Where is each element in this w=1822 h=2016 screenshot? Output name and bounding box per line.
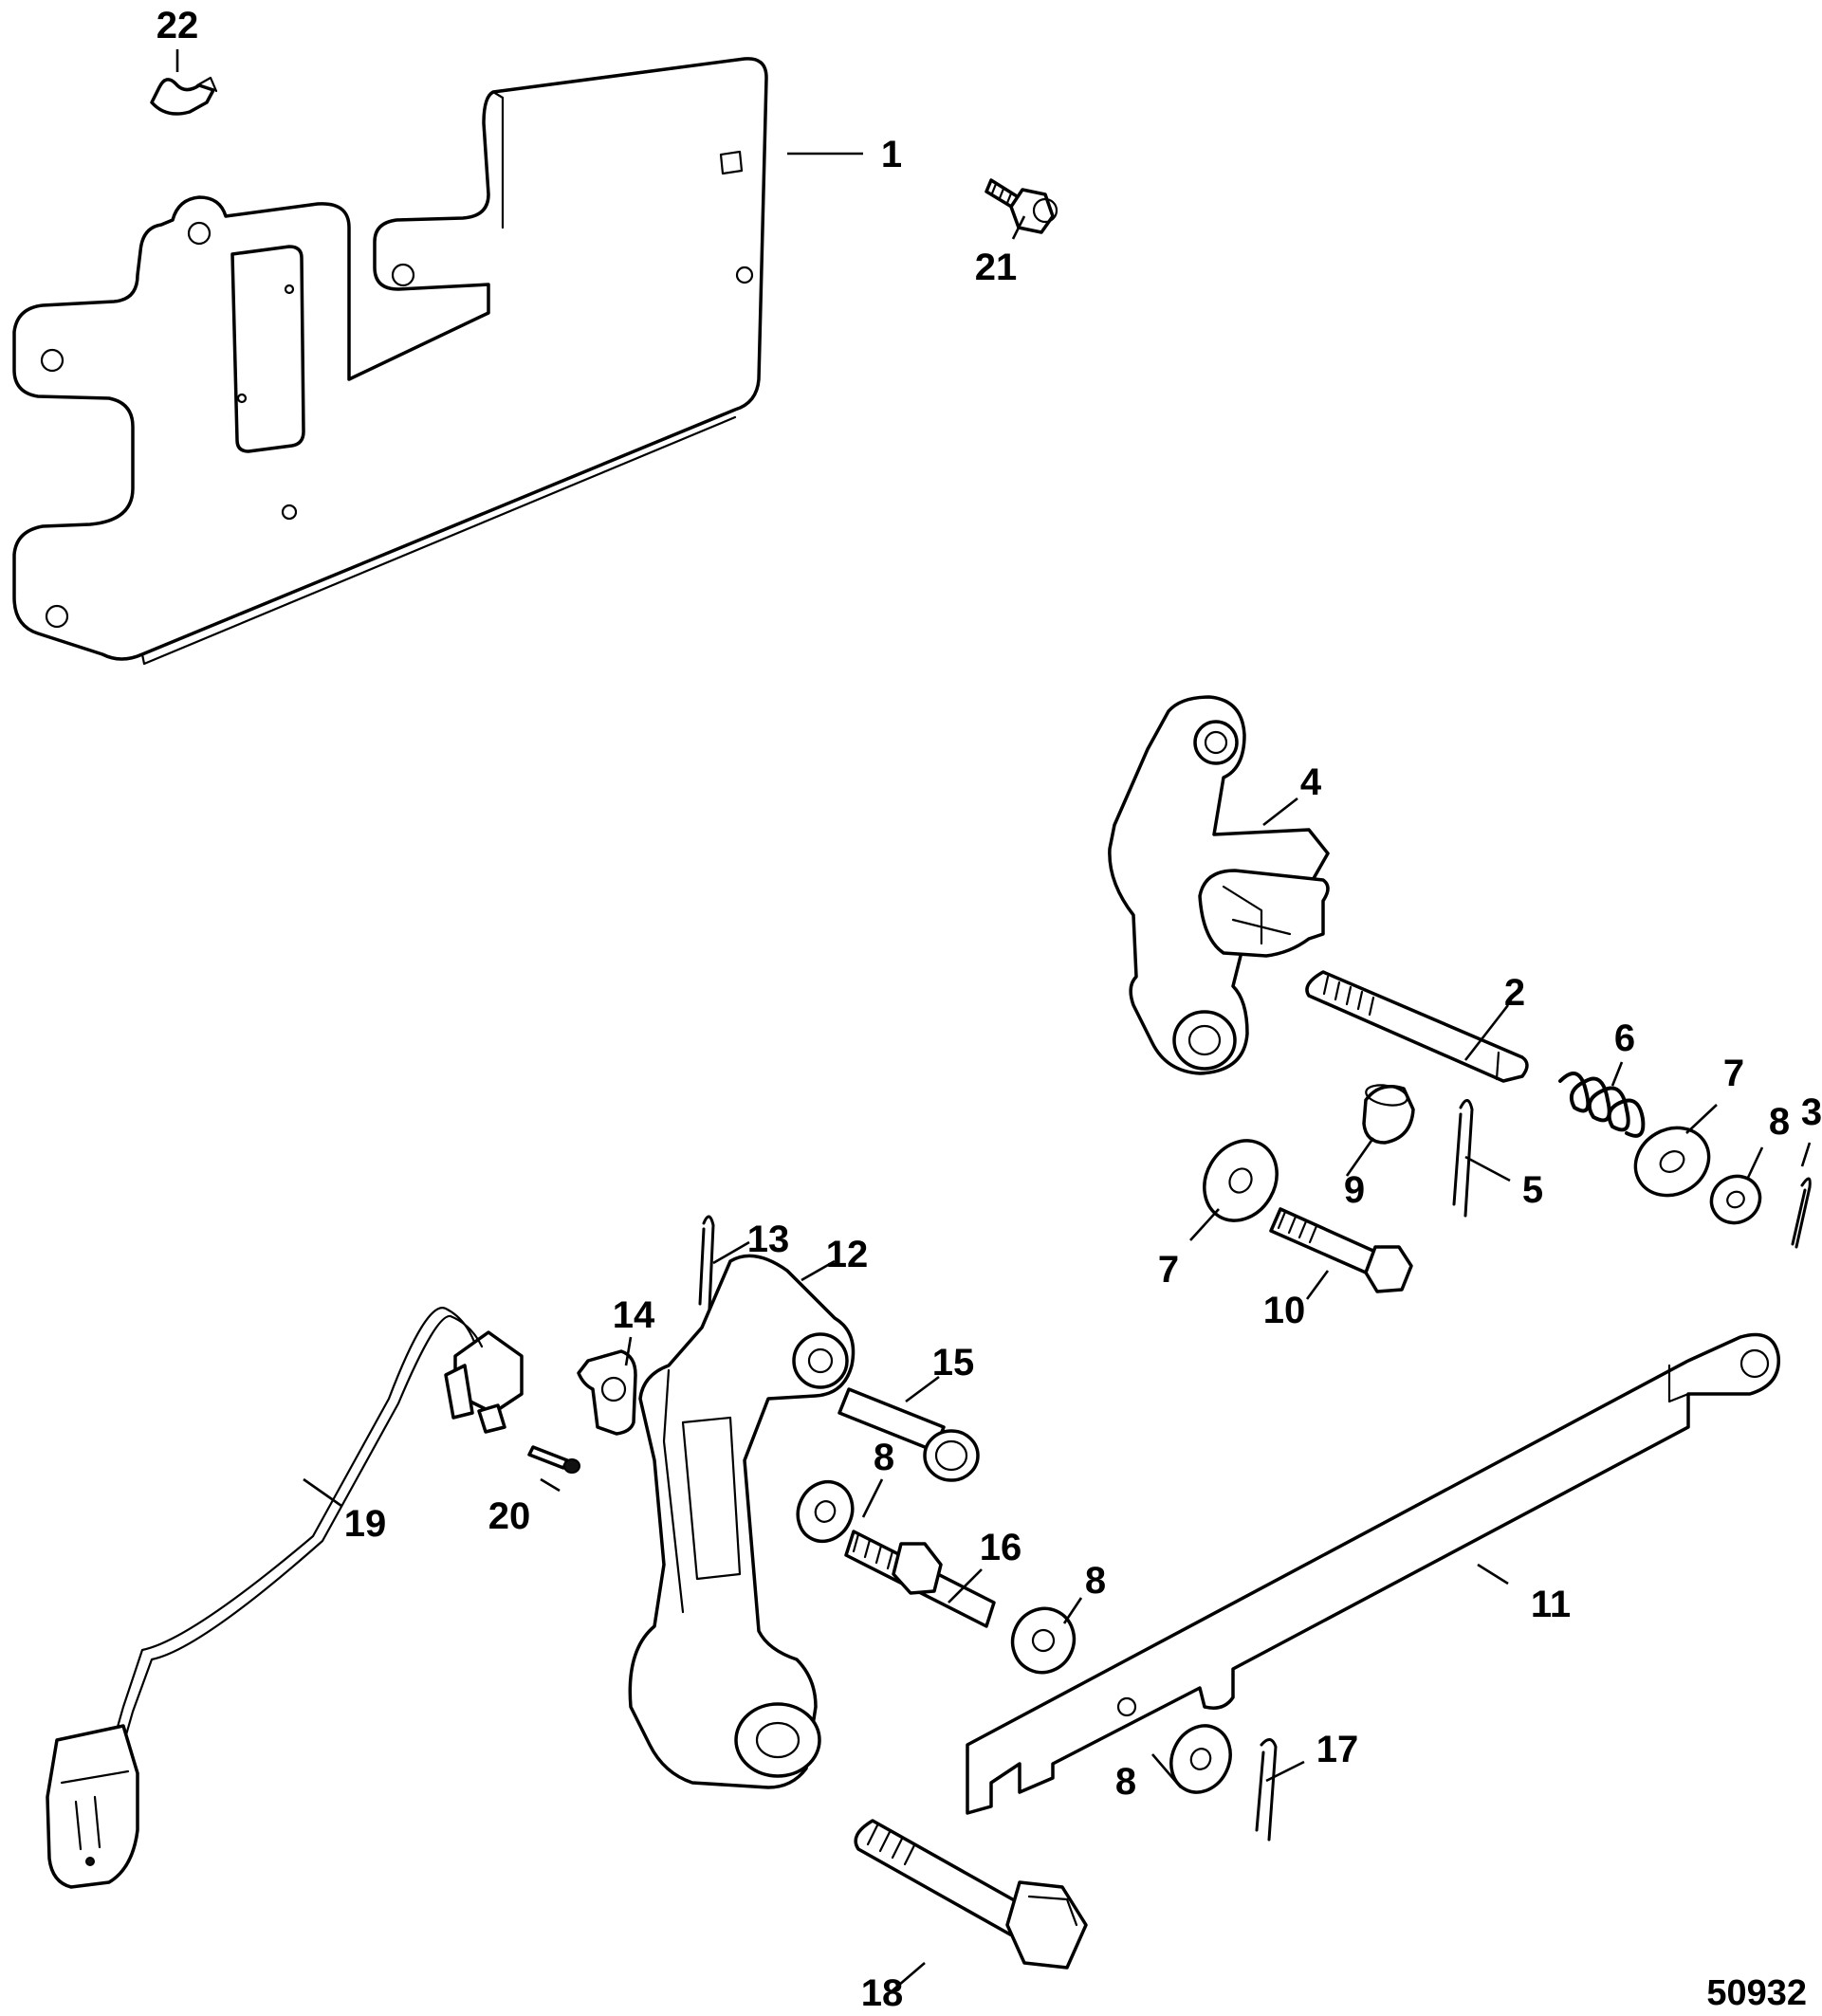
callout-leaders — [175, 49, 1812, 1992]
part-9-bushing — [1362, 1084, 1415, 1145]
callout-3: 3 — [1801, 1091, 1822, 1133]
callout-18: 18 — [861, 1972, 904, 2014]
callout-22: 22 — [156, 5, 199, 46]
part-8-washer-mid — [1010, 1606, 1077, 1675]
part-2-pin — [1305, 970, 1529, 1083]
part-20-screw — [527, 1445, 580, 1474]
part-14-sensor-bracket — [577, 1349, 637, 1436]
part-16-stud — [844, 1530, 996, 1628]
callout-7-right: 7 — [1723, 1053, 1744, 1094]
callout-21: 21 — [975, 247, 1018, 288]
part-15-clevis-pin — [837, 1387, 980, 1482]
callout-2: 2 — [1504, 972, 1525, 1014]
part-7-washer-right — [1633, 1126, 1711, 1198]
callout-10: 10 — [1263, 1290, 1306, 1331]
part-7-washer-left — [1203, 1139, 1279, 1222]
part-4-bracket — [1108, 695, 1330, 1075]
callout-16: 16 — [980, 1527, 1022, 1568]
part-8-washer-bottom — [1169, 1724, 1232, 1794]
part-8-washer-far-right — [1709, 1174, 1762, 1225]
part-5-cotter-pin — [1452, 1099, 1474, 1218]
part-22-clip — [150, 76, 218, 116]
callout-20: 20 — [488, 1495, 531, 1537]
callout-15: 15 — [932, 1342, 975, 1384]
callout-8-mid: 8 — [1085, 1560, 1106, 1602]
callout-14: 14 — [613, 1294, 655, 1336]
document-number: 50932 — [1706, 1973, 1807, 2013]
part-8-washer-center — [796, 1479, 855, 1544]
part-13-cotter-pin — [698, 1215, 715, 1310]
part-10-bolt — [1269, 1207, 1413, 1293]
part-18-shoulder-bolt — [854, 1819, 1088, 1970]
callout-8-center: 8 — [874, 1437, 894, 1478]
callout-12: 12 — [826, 1234, 869, 1275]
callout-5: 5 — [1522, 1169, 1543, 1211]
callout-9: 9 — [1344, 1169, 1365, 1211]
part-12-lever — [628, 1254, 856, 1789]
callout-labels: 22 1 21 4 2 6 7 8 3 5 9 7 10 13 12 14 15… — [156, 5, 1822, 2014]
callout-7-left: 7 — [1158, 1249, 1179, 1291]
callout-13: 13 — [747, 1219, 790, 1260]
part-11-link-rod — [966, 1332, 1780, 1815]
callout-19: 19 — [344, 1503, 387, 1545]
callout-11: 11 — [1531, 1584, 1571, 1625]
callout-4: 4 — [1300, 761, 1322, 803]
part-19-sensor-harness — [46, 1307, 524, 1889]
callout-1: 1 — [881, 134, 902, 175]
part-3-cotter-pin — [1791, 1177, 1812, 1249]
part-1-mounting-plate — [12, 57, 768, 666]
callout-6: 6 — [1614, 1017, 1635, 1059]
part-17-cotter-pin — [1255, 1738, 1278, 1842]
callout-8-far-right: 8 — [1769, 1101, 1790, 1143]
callout-17: 17 — [1316, 1729, 1359, 1770]
part-6-spring — [1558, 1072, 1646, 1138]
callout-8-bottom: 8 — [1115, 1761, 1136, 1803]
part-21-screw — [985, 178, 1058, 234]
